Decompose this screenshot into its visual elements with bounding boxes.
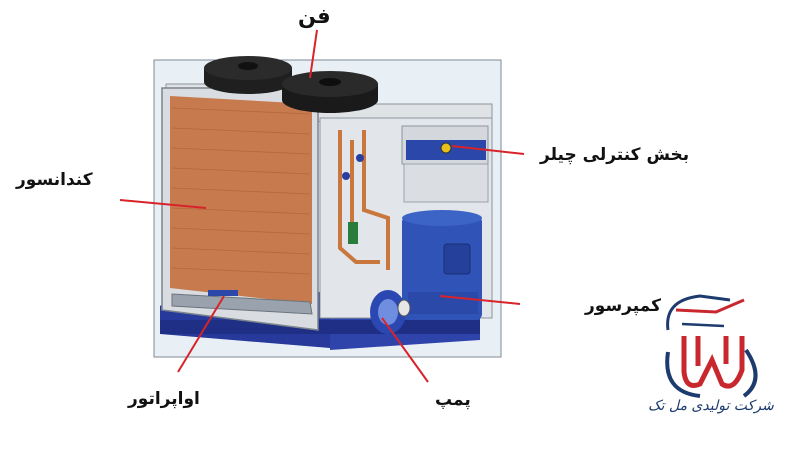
label-fan: فن	[298, 4, 331, 28]
leader-control	[451, 145, 525, 155]
evaporator	[171, 290, 313, 315]
refrigerant-piping	[338, 130, 390, 270]
label-compressor: کمپرسور	[585, 296, 661, 316]
condenser-coil	[170, 96, 312, 304]
label-pump: پمپ	[435, 390, 471, 410]
leader-compressor	[439, 295, 521, 305]
leader-condenser	[119, 199, 207, 209]
brand-name: شرکت تولیدی مل تک	[648, 398, 774, 414]
leader-pump	[381, 317, 429, 383]
compressor	[402, 210, 482, 320]
fan-left	[204, 56, 292, 94]
leader-lines	[119, 29, 525, 383]
chiller-unit	[161, 83, 493, 334]
leader-evaporator	[177, 295, 225, 373]
label-control-section: بخش کنترلی چیلر	[540, 145, 690, 165]
brand-logo-icon	[665, 294, 758, 398]
leader-fan	[309, 29, 318, 79]
fan-right	[282, 71, 378, 113]
label-condenser: کندانسور	[16, 170, 93, 190]
label-evaporator: اواپراتور	[128, 389, 200, 409]
